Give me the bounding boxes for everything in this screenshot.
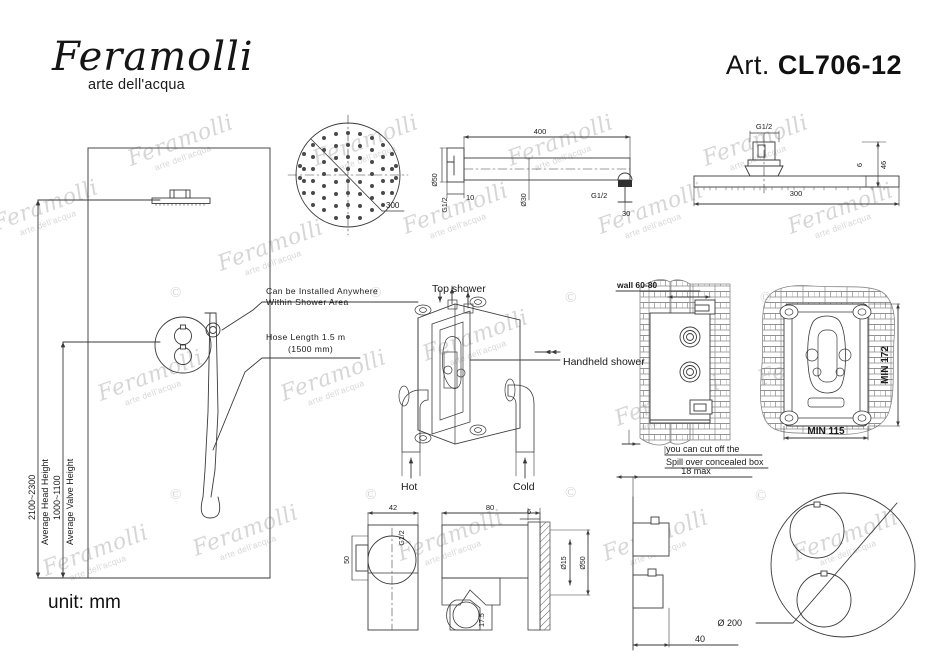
dim-arm-flange-diameter: Ø50 (432, 173, 439, 186)
elevation-handheld-shower (200, 312, 221, 519)
dimension-head-height (35, 199, 271, 579)
dim-box-min-height: MIN 172 (880, 346, 891, 384)
dim-headside-width: 300 (790, 189, 803, 198)
dim-trim-plate-width: 40 (695, 634, 705, 644)
shower-arm-view (439, 135, 633, 213)
note-install-line2: Within Shower Area (266, 297, 349, 307)
dim-arm-length: 400 (534, 127, 547, 136)
wall-outlet-side-view (441, 507, 591, 631)
label-hot: Hot (401, 481, 417, 493)
dim-bracket: 17.5 (479, 613, 486, 627)
elevation-shower-head (151, 189, 211, 206)
dim-arm-diameter: Ø30 (521, 193, 528, 206)
dim-box-min-width: MIN 115 (807, 426, 845, 437)
concealed-box-front-view (759, 285, 901, 441)
dim-outlet-flange: Ø50 (580, 556, 587, 569)
concealed-box-side-view (615, 279, 769, 469)
trim-face-view (755, 492, 916, 638)
dim-outlet-front-width: 42 (389, 503, 397, 512)
note-leaders (212, 301, 419, 451)
dim-arm-outlet-thread: G1/2 (591, 191, 607, 200)
dim-outlet-side-length: 80 (486, 503, 494, 512)
label-valve-height-value: 1000~1100 (52, 475, 62, 520)
dim-trim-projection: 18 max (681, 466, 711, 476)
label-wall-thickness: wall 60-80 (616, 280, 657, 290)
note-install-line1: Can be Installed Anywhere (266, 286, 378, 296)
valve-body-isometric-view (398, 285, 561, 479)
brand-tagline: arte dell'acqua (88, 77, 185, 93)
brand-logo: Feramolli arte dell'acqua (52, 36, 254, 93)
dim-headside-height: 46 (879, 161, 888, 169)
nozzle-dots (298, 131, 398, 220)
article-prefix: Art. (725, 50, 770, 80)
label-handheld-shower: Handheld shower (563, 356, 645, 368)
wall-outlet-front-view (351, 511, 419, 631)
sheet-header: Feramolli arte dell'acqua Art. CL706-12 (0, 0, 940, 110)
dimension-valve-height (60, 341, 161, 579)
dim-headtop-diameter: 300 (386, 201, 400, 210)
dim-outlet-front-thread: G1/2 (399, 530, 406, 545)
dim-trim-diameter: Ø 200 (717, 618, 742, 628)
label-head-height-value: 2100~2300 (27, 475, 37, 520)
note-cut-line2: Spill over concealed box (666, 457, 764, 467)
dim-arm-outlet-drop: 30 (622, 209, 630, 218)
dim-arm-flange-depth: 10 (466, 193, 474, 202)
dim-headside-thread: G1/2 (756, 122, 772, 131)
note-hose-line1: Hose Length 1.5 m (266, 332, 345, 342)
trim-side-view (616, 475, 753, 651)
dim-outlet-plate: 6 (527, 507, 531, 516)
note-cut-line1: you can cut off the (666, 444, 739, 454)
article-code: CL706-12 (777, 50, 902, 80)
elevation-valve-trim (154, 316, 212, 374)
dim-outlet-front-height: 50 (344, 556, 351, 564)
brand-name: Feramolli (52, 34, 254, 80)
label-cold: Cold (513, 481, 535, 493)
label-top-shower: Top shower (432, 283, 486, 295)
note-hose-line2: (1500 mm) (288, 344, 333, 354)
unit-note: unit: mm (48, 592, 121, 613)
label-head-height-text: Average Head Height (40, 459, 50, 545)
dim-headside-thickness: 6 (855, 163, 864, 167)
label-valve-height-text: Average Valve Height (65, 458, 75, 545)
shower-head-side-view (693, 130, 900, 207)
shower-head-top-view (287, 114, 409, 236)
article-number: Art. CL706-12 (726, 50, 902, 81)
dim-outlet-bore: Ø15 (561, 556, 568, 569)
dim-arm-inlet-thread: G1/2 (442, 197, 449, 212)
installation-elevation-view (35, 147, 419, 579)
